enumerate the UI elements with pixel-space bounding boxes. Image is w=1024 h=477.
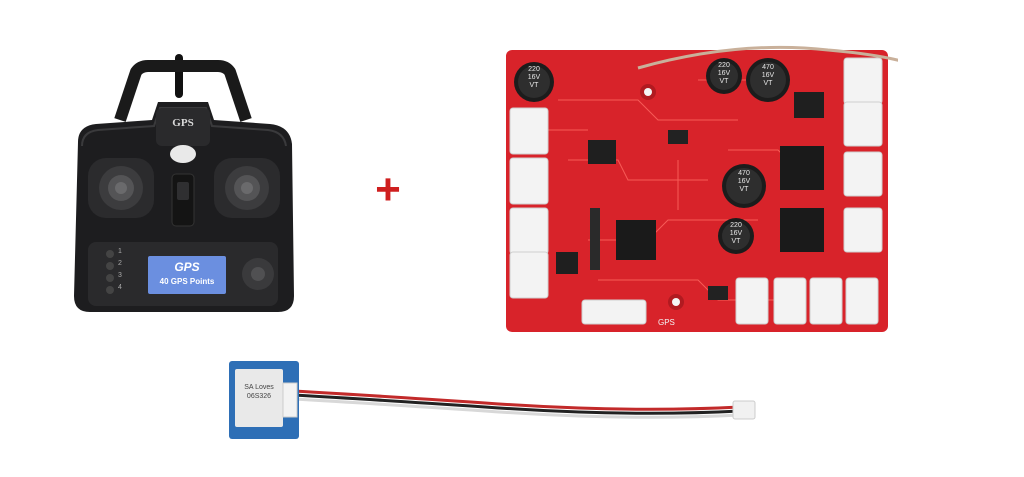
button-label-3: 3 — [118, 272, 122, 279]
lcd-screen — [148, 256, 226, 294]
gps-module-label: SA Loves 06S326 — [244, 384, 274, 400]
button-label-4: 4 — [118, 284, 122, 291]
cable-white — [292, 397, 741, 419]
plus-sign: + — [375, 165, 401, 214]
button-label-2: 2 — [118, 260, 122, 267]
cable-connector — [732, 400, 756, 420]
transmitter-top-label: GPS — [172, 117, 194, 129]
power-led — [170, 145, 196, 163]
cable-black — [292, 393, 741, 415]
main-mcu — [616, 220, 656, 260]
carry-handle — [114, 60, 252, 122]
transmitter: GPS GPS 40 GPS Points 1 2 3 4 — [58, 50, 308, 320]
lcd-subtitle: 40 GPS Points — [159, 277, 215, 286]
cable-red — [292, 389, 741, 411]
button-label-1: 1 — [118, 248, 122, 255]
gps-silkscreen-label: GPS — [658, 318, 675, 327]
lcd-title: GPS — [174, 260, 200, 274]
gps-module-assembly: SA Loves 06S326 — [225, 355, 765, 445]
antenna-wire — [637, 45, 898, 70]
